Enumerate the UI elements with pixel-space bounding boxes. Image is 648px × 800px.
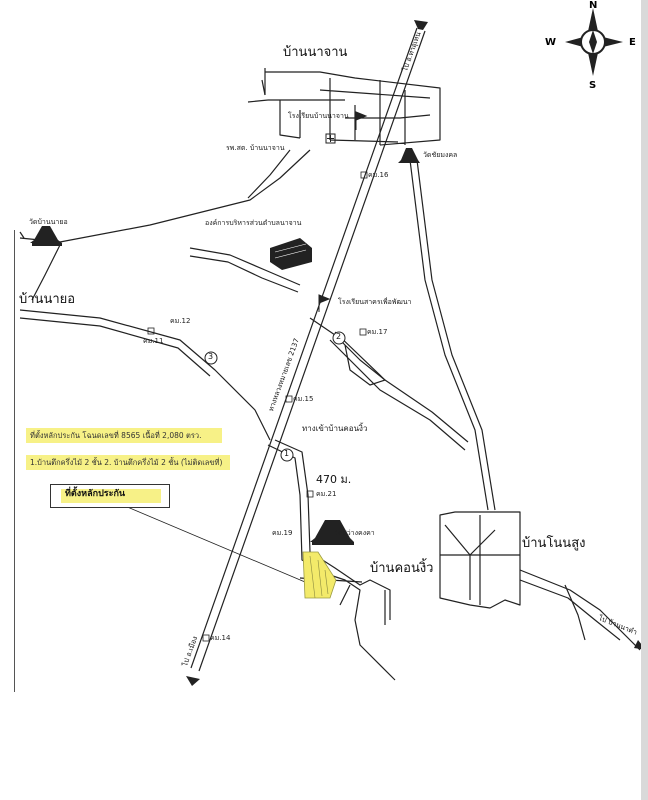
arrow-north-icon — [414, 20, 428, 30]
place-ban-na-yo: บ้านนายอ — [19, 292, 76, 307]
road-route-1 — [267, 439, 396, 681]
note-collateral: ที่ตั้งหลักประกัน โฉนดเลขที่ 8565 เนื้อท… — [30, 431, 202, 440]
school-flag-icon — [318, 111, 368, 312]
marker-label: คม.15 — [293, 395, 314, 403]
compass-rose-icon — [565, 8, 623, 76]
route-number: 1 — [284, 449, 290, 458]
label-distance: 470 ม. — [316, 473, 352, 486]
box-label: ที่ตั้งหลักประกัน — [65, 489, 126, 499]
marker-icon — [285, 395, 293, 403]
collateral-box: ที่ตั้งหลักประกัน — [50, 484, 170, 508]
page-edge — [641, 0, 648, 800]
label-wat-ban-na-yo: วัดบ้านนายอ — [29, 218, 68, 226]
route-marker — [332, 331, 346, 345]
temple-icon — [398, 148, 420, 163]
village-grid-non-sung — [299, 511, 641, 651]
compass-s: S — [589, 80, 597, 91]
label-hospital: รพ.สต. บ้านนาจาน — [226, 144, 285, 152]
compass-n: N — [589, 0, 598, 11]
road-route-3 — [19, 244, 271, 441]
route-marker — [204, 351, 218, 365]
marker-label: คม.14 — [210, 634, 231, 642]
marker-label: คม.21 — [316, 490, 337, 498]
marker-label: คม.19 — [272, 529, 293, 537]
route-marker — [280, 448, 294, 462]
place-ban-na-chan: บ้านนาจาน — [283, 45, 348, 60]
office-building-icon — [270, 238, 312, 270]
arrow-south-icon — [186, 676, 200, 686]
main-highway — [190, 27, 426, 672]
road-sao — [189, 247, 301, 293]
note-highlight — [26, 455, 230, 470]
marker-icon — [147, 327, 155, 335]
label-wat-chaimongkhon: วัดชัยมงคล — [423, 151, 458, 159]
compass-e: E — [629, 37, 636, 48]
marker-icon — [202, 634, 210, 642]
label-sao: องค์การบริหารส่วนตำบลนาจาน — [205, 219, 302, 227]
temple-icon — [30, 226, 62, 246]
marker-icon — [306, 490, 314, 498]
compass-w: W — [545, 37, 557, 48]
page-edge — [14, 230, 15, 692]
marker-label: คม.17 — [367, 328, 388, 336]
box-highlight — [61, 489, 161, 503]
label-wat-khon-ngio: วัดสว่างคงคา — [334, 529, 375, 537]
pointer-line — [124, 505, 306, 583]
note-buildings: 1.บ้านตึกครึ่งไม้ 2 ชั้น 2. บ้านตึกครึ่ง… — [30, 458, 223, 467]
note-highlight — [26, 428, 222, 443]
marker-icon — [360, 171, 368, 179]
marker-icon — [359, 328, 367, 336]
hospital-icon — [325, 133, 336, 144]
label-junction: ทางเข้าบ้านคอนงิ้ว — [302, 424, 368, 433]
village-grid-na-chan — [247, 68, 441, 146]
label-school-na-chan: โรงเรียนบ้านนาจาน — [288, 112, 349, 120]
temple-icon — [310, 520, 354, 545]
place-ban-khon-ngio: บ้านคอนงิ้ว — [370, 561, 434, 576]
label-school-phattana: โรงเรียนสาครเพื่อพัฒนา — [338, 298, 412, 306]
route-number: 3 — [208, 352, 214, 361]
route-number: 2 — [336, 332, 342, 341]
collateral-parcel — [302, 551, 337, 599]
road-west — [19, 149, 311, 243]
marker-label: คม.12 — [170, 317, 191, 325]
marker-label: คม.11 — [143, 337, 164, 345]
marker-label: คม.16 — [368, 171, 389, 179]
place-ban-non-sung: บ้านโนนสูง — [522, 536, 586, 551]
road-east-north — [409, 159, 496, 511]
